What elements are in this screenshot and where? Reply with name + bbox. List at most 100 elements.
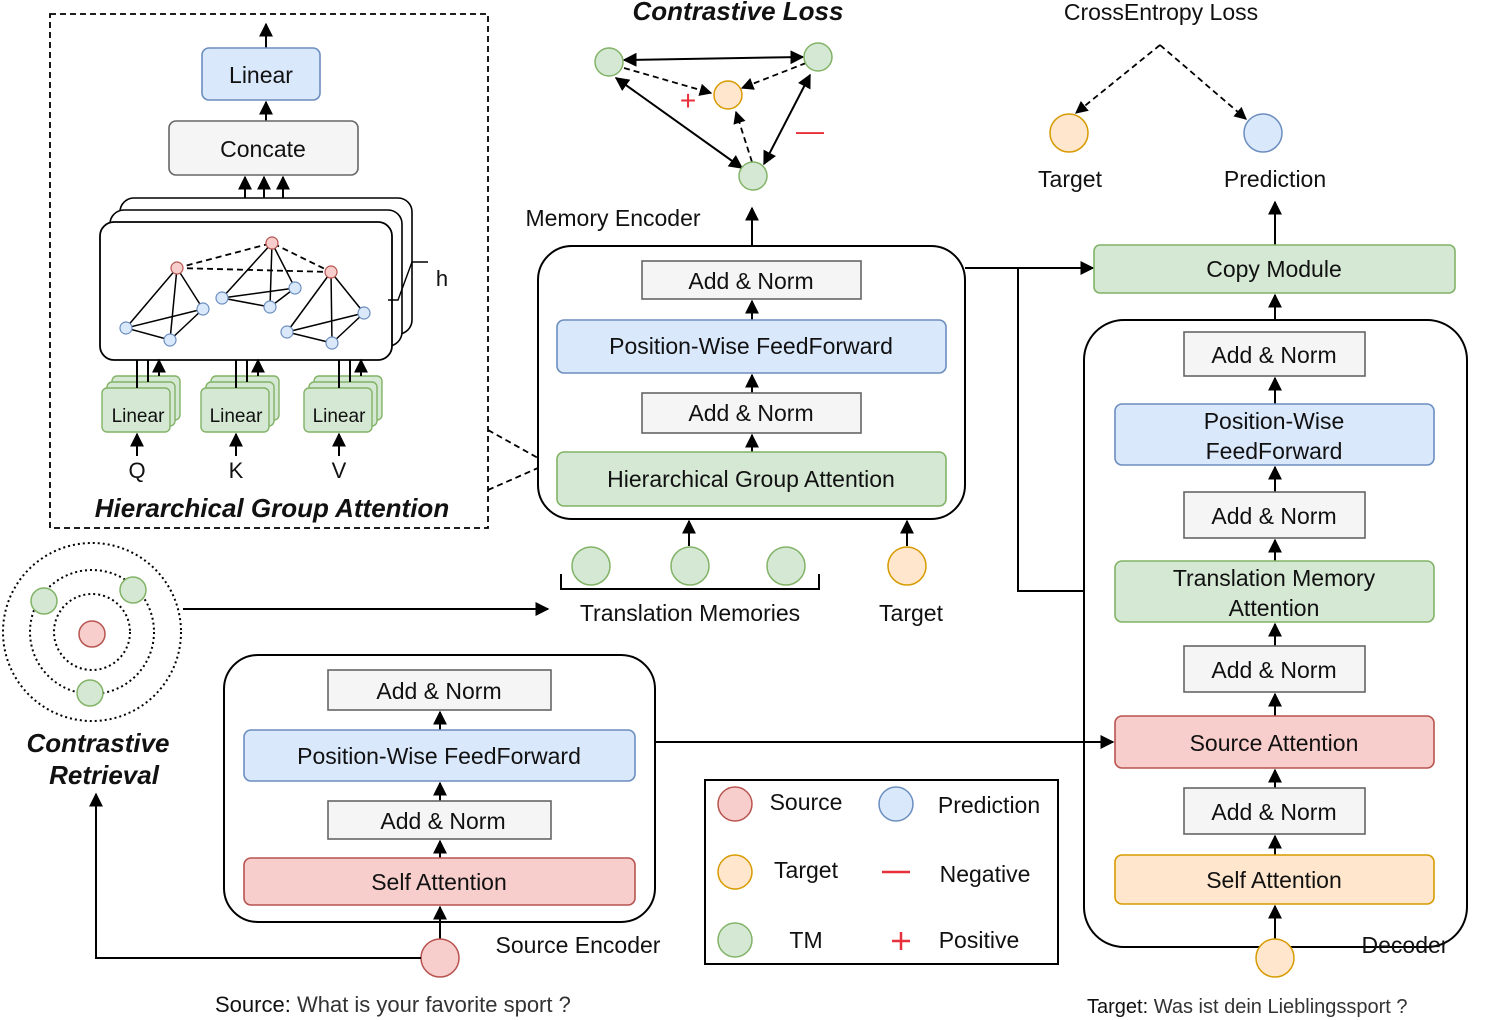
se-add-norm-top: [327, 669, 552, 711]
hga-panel: Linear Concate h: [49, 13, 539, 529]
hga-linear-k: Linear K: [200, 360, 280, 483]
legend-tm-label: TM: [789, 927, 822, 953]
svg-text:Linear: Linear: [112, 406, 165, 427]
svg-text:Q: Q: [128, 458, 145, 483]
source-encoder: Add & Norm Position-Wise FeedForward Add…: [89, 654, 661, 978]
se-self-attention-box: [243, 857, 636, 906]
svg-text:Copy Module: Copy Module: [1206, 256, 1342, 282]
dec-tma-box: [1114, 560, 1435, 623]
legend-prediction-swatch: [878, 786, 914, 822]
svg-text:Position-Wise FeedForward: Position-Wise FeedForward: [297, 743, 581, 769]
hga-concate-label: Concate: [220, 136, 306, 162]
legend-positive-swatch: [892, 932, 910, 950]
tm-label: Translation Memories: [580, 600, 800, 626]
svg-text:FeedForward: FeedForward: [1206, 438, 1343, 464]
copy-module-box: [1093, 244, 1456, 294]
dec-add-norm-4: [1183, 787, 1366, 835]
me-tm-node-2: [670, 546, 710, 586]
legend-negative-label: Negative: [940, 861, 1031, 887]
svg-text:Position-Wise: Position-Wise: [1204, 408, 1345, 434]
cr-tm-node-1: [30, 587, 58, 615]
svg-text:Add & Norm: Add & Norm: [688, 400, 813, 426]
me-add-norm-mid: [641, 392, 862, 434]
dec-self-attention-box: [1114, 854, 1435, 905]
se-add-norm-bottom: [327, 800, 552, 840]
dec-add-norm-2: [1183, 491, 1366, 539]
hga-heads-bracket: [388, 261, 428, 301]
hga-linear-v: Linear V: [303, 360, 383, 483]
me-tm-node-1: [571, 546, 611, 586]
dec-target-input-node: [1255, 938, 1295, 978]
contrastive-loss-title: Contrastive Loss: [633, 0, 844, 26]
target-caption: Target: Was ist dein Lieblingssport ?: [1087, 996, 1408, 1018]
cl-minus-sign: —: [796, 115, 824, 146]
cr-source-node: [78, 620, 106, 648]
svg-text:Hierarchical Group Attention: Hierarchical Group Attention: [607, 466, 895, 492]
hga-linear-top-label: Linear: [229, 62, 293, 88]
cl-target-node: [713, 80, 743, 110]
svg-text:V: V: [332, 458, 347, 483]
svg-text:Self Attention: Self Attention: [1206, 867, 1342, 893]
se-source-input-node: [420, 938, 460, 978]
cl-tm-node-3: [738, 161, 768, 191]
svg-text:Source Attention: Source Attention: [1190, 730, 1359, 756]
cross-entropy-title: CrossEntropy Loss: [1064, 0, 1258, 25]
svg-text:Attention: Attention: [1229, 595, 1320, 621]
source-encoder-label: Source Encoder: [496, 932, 661, 958]
hga-heads-label: h: [436, 266, 448, 291]
legend-target-label: Target: [774, 857, 839, 883]
hga-panel-border: [49, 13, 489, 529]
svg-text:Add & Norm: Add & Norm: [688, 268, 813, 294]
legend-prediction-label: Prediction: [938, 792, 1040, 818]
svg-text:Linear: Linear: [313, 406, 366, 427]
cr-tm-node-3: [76, 679, 104, 707]
me-ffn-box: [556, 319, 947, 374]
source-caption: Source: What is your favorite sport ?: [215, 992, 571, 1017]
cl-plus-sign: +: [680, 85, 696, 116]
me-tm-node-3: [766, 546, 806, 586]
cr-tm-node-2: [119, 576, 147, 604]
hga-linear-q: Linear Q: [101, 360, 181, 483]
legend-positive-label: Positive: [939, 927, 1020, 953]
cr-label-line2: Retrieval: [49, 760, 160, 790]
ce-prediction-node: [1243, 113, 1283, 153]
legend-source-label: Source: [770, 789, 843, 815]
memory-encoder: Memory Encoder Add & Norm Position-Wise …: [525, 205, 966, 626]
legend: Source Prediction Target Negative TM Pos…: [704, 779, 1059, 965]
cr-label-line1: Contrastive: [26, 728, 169, 758]
me-target-node: [887, 546, 927, 586]
contrastive-loss: Contrastive Loss + —: [594, 0, 844, 191]
se-ffn-box: [243, 729, 636, 782]
decoder: Copy Module Add & Norm Position-Wise Fee…: [1083, 200, 1468, 978]
tm-bracket: [560, 574, 820, 590]
svg-text:Position-Wise FeedForward: Position-Wise FeedForward: [609, 333, 893, 359]
svg-text:K: K: [229, 458, 244, 483]
memory-encoder-label: Memory Encoder: [525, 205, 700, 231]
hga-panel-title: Hierarchical Group Attention: [95, 493, 449, 523]
svg-text:Add & Norm: Add & Norm: [380, 808, 505, 834]
hga-zoom-line-bottom: [487, 467, 539, 491]
cross-entropy: CrossEntropy Loss Target Prediction: [1038, 0, 1326, 192]
legend-target-swatch: [717, 854, 753, 890]
cl-tm-node-2: [803, 42, 833, 72]
source-to-retrieval-arrow: [89, 792, 421, 959]
svg-text:Self Attention: Self Attention: [371, 869, 507, 895]
me-target-label: Target: [879, 600, 944, 626]
dec-ffn-box: [1114, 403, 1435, 466]
dec-add-norm-3: [1183, 645, 1366, 693]
hga-zoom-line-top: [487, 429, 539, 459]
hga-linear-top-box: [201, 47, 321, 101]
dec-source-attention-box: [1114, 715, 1435, 769]
me-hga-box: [556, 451, 947, 507]
ce-target-node: [1049, 113, 1089, 153]
ce-prediction-label: Prediction: [1224, 166, 1326, 192]
legend-tm-swatch: [717, 922, 753, 958]
ce-target-label: Target: [1038, 166, 1103, 192]
dec-add-norm-1: [1183, 331, 1366, 377]
cl-tm-node-1: [594, 47, 624, 77]
svg-text:Add & Norm: Add & Norm: [1211, 799, 1336, 825]
svg-text:Translation Memory: Translation Memory: [1173, 565, 1376, 591]
decoder-label: Decoder: [1362, 932, 1449, 958]
me-to-tma-arrow: [1017, 268, 1116, 598]
